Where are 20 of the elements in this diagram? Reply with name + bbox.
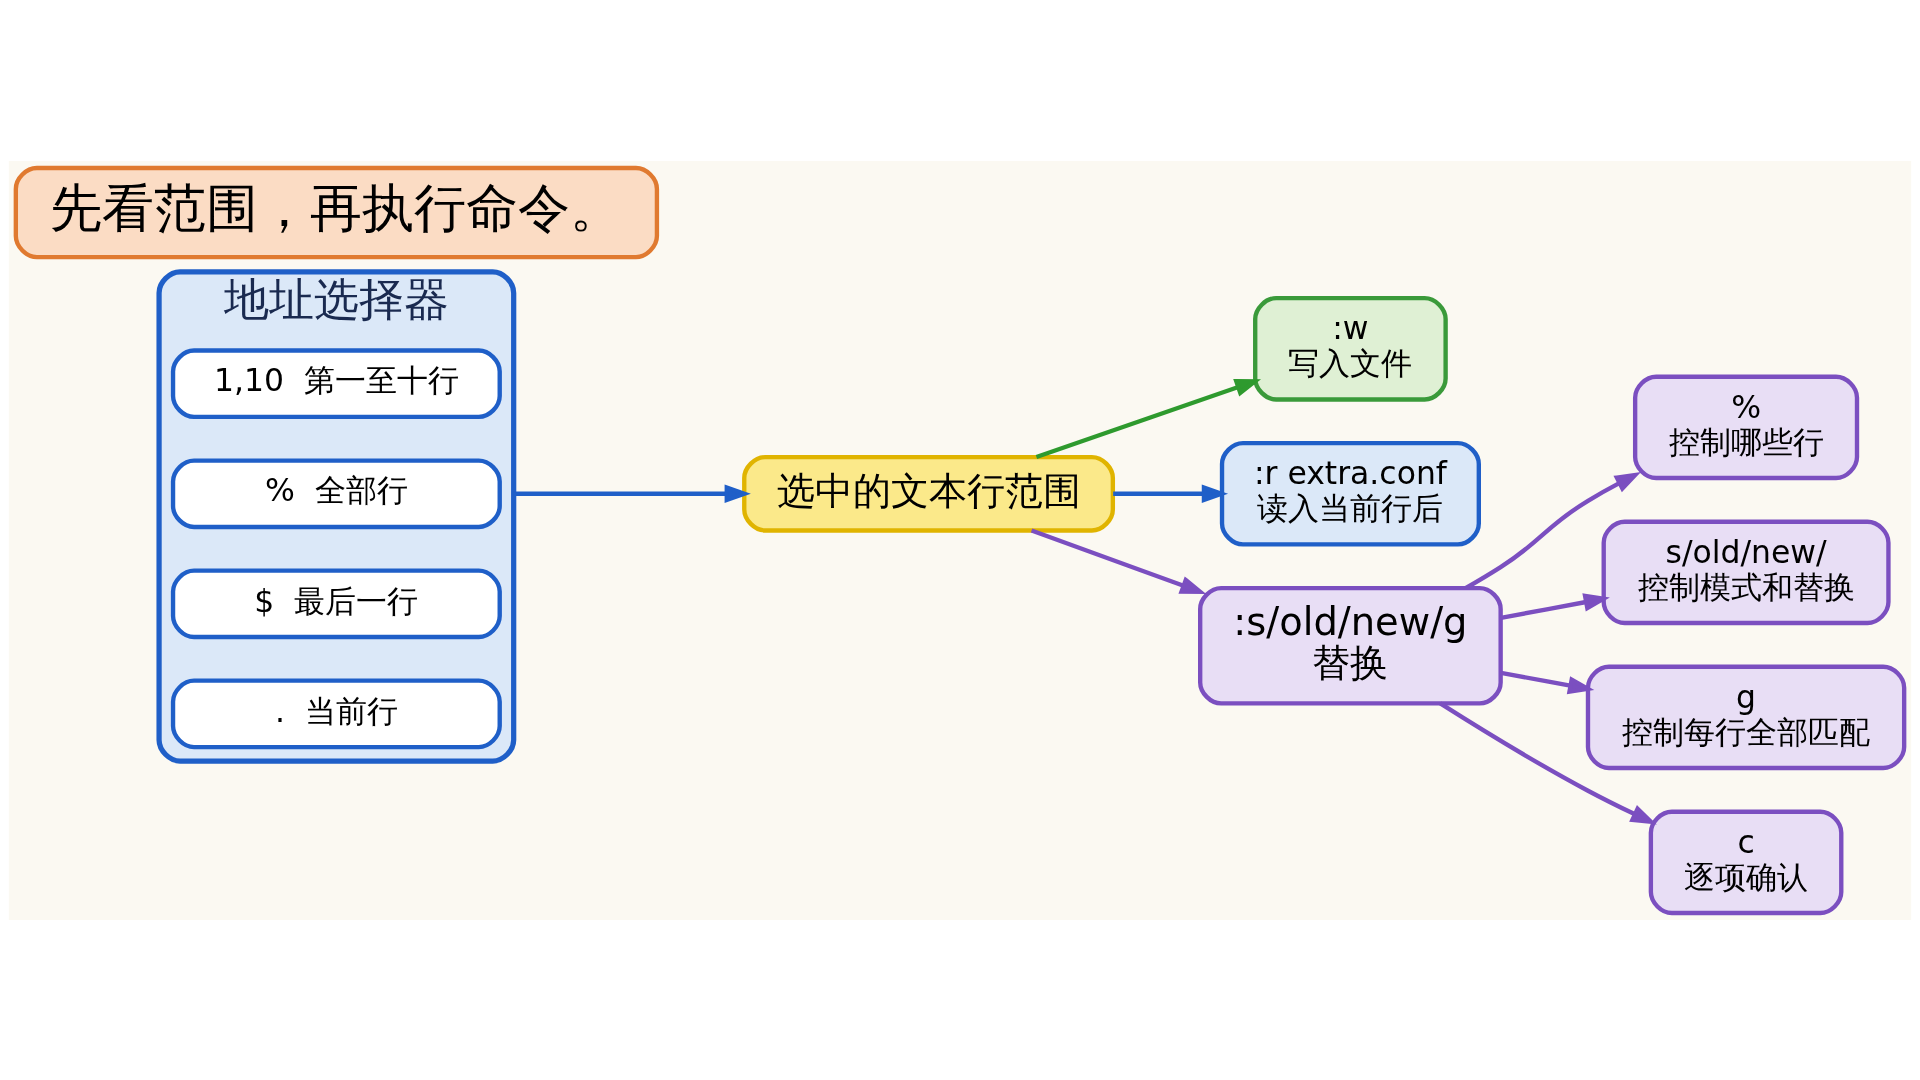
node-box: s/old/new/ 控制模式和替换: [1601, 519, 1891, 625]
node-box: g 控制每行全部匹配: [1585, 664, 1907, 770]
node-box: 1,10 第一至十行: [170, 347, 502, 419]
node-box: 先看范围，再执行命令。: [13, 165, 660, 259]
arrow: [1439, 701, 1657, 825]
node-box: c 逐项确认: [1648, 809, 1844, 915]
node-box: $ 最后一行: [170, 567, 502, 639]
node-box: :w 写入文件: [1253, 295, 1448, 402]
arrow: [1035, 378, 1262, 459]
arrow: [513, 484, 751, 503]
arrow: [1113, 484, 1229, 503]
arrow: [1500, 670, 1595, 694]
arrow: [1500, 592, 1610, 620]
node-box: :s/old/new/g 替换: [1198, 585, 1503, 706]
node-box: 选中的文本行范围: [742, 454, 1116, 533]
arrow: [1030, 528, 1207, 594]
node-box: :r extra.conf 读入当前行后: [1219, 440, 1481, 547]
node-box: % 全部行: [170, 457, 502, 529]
node-box: % 控制哪些行: [1632, 374, 1860, 480]
node-box: . 当前行: [170, 678, 502, 749]
